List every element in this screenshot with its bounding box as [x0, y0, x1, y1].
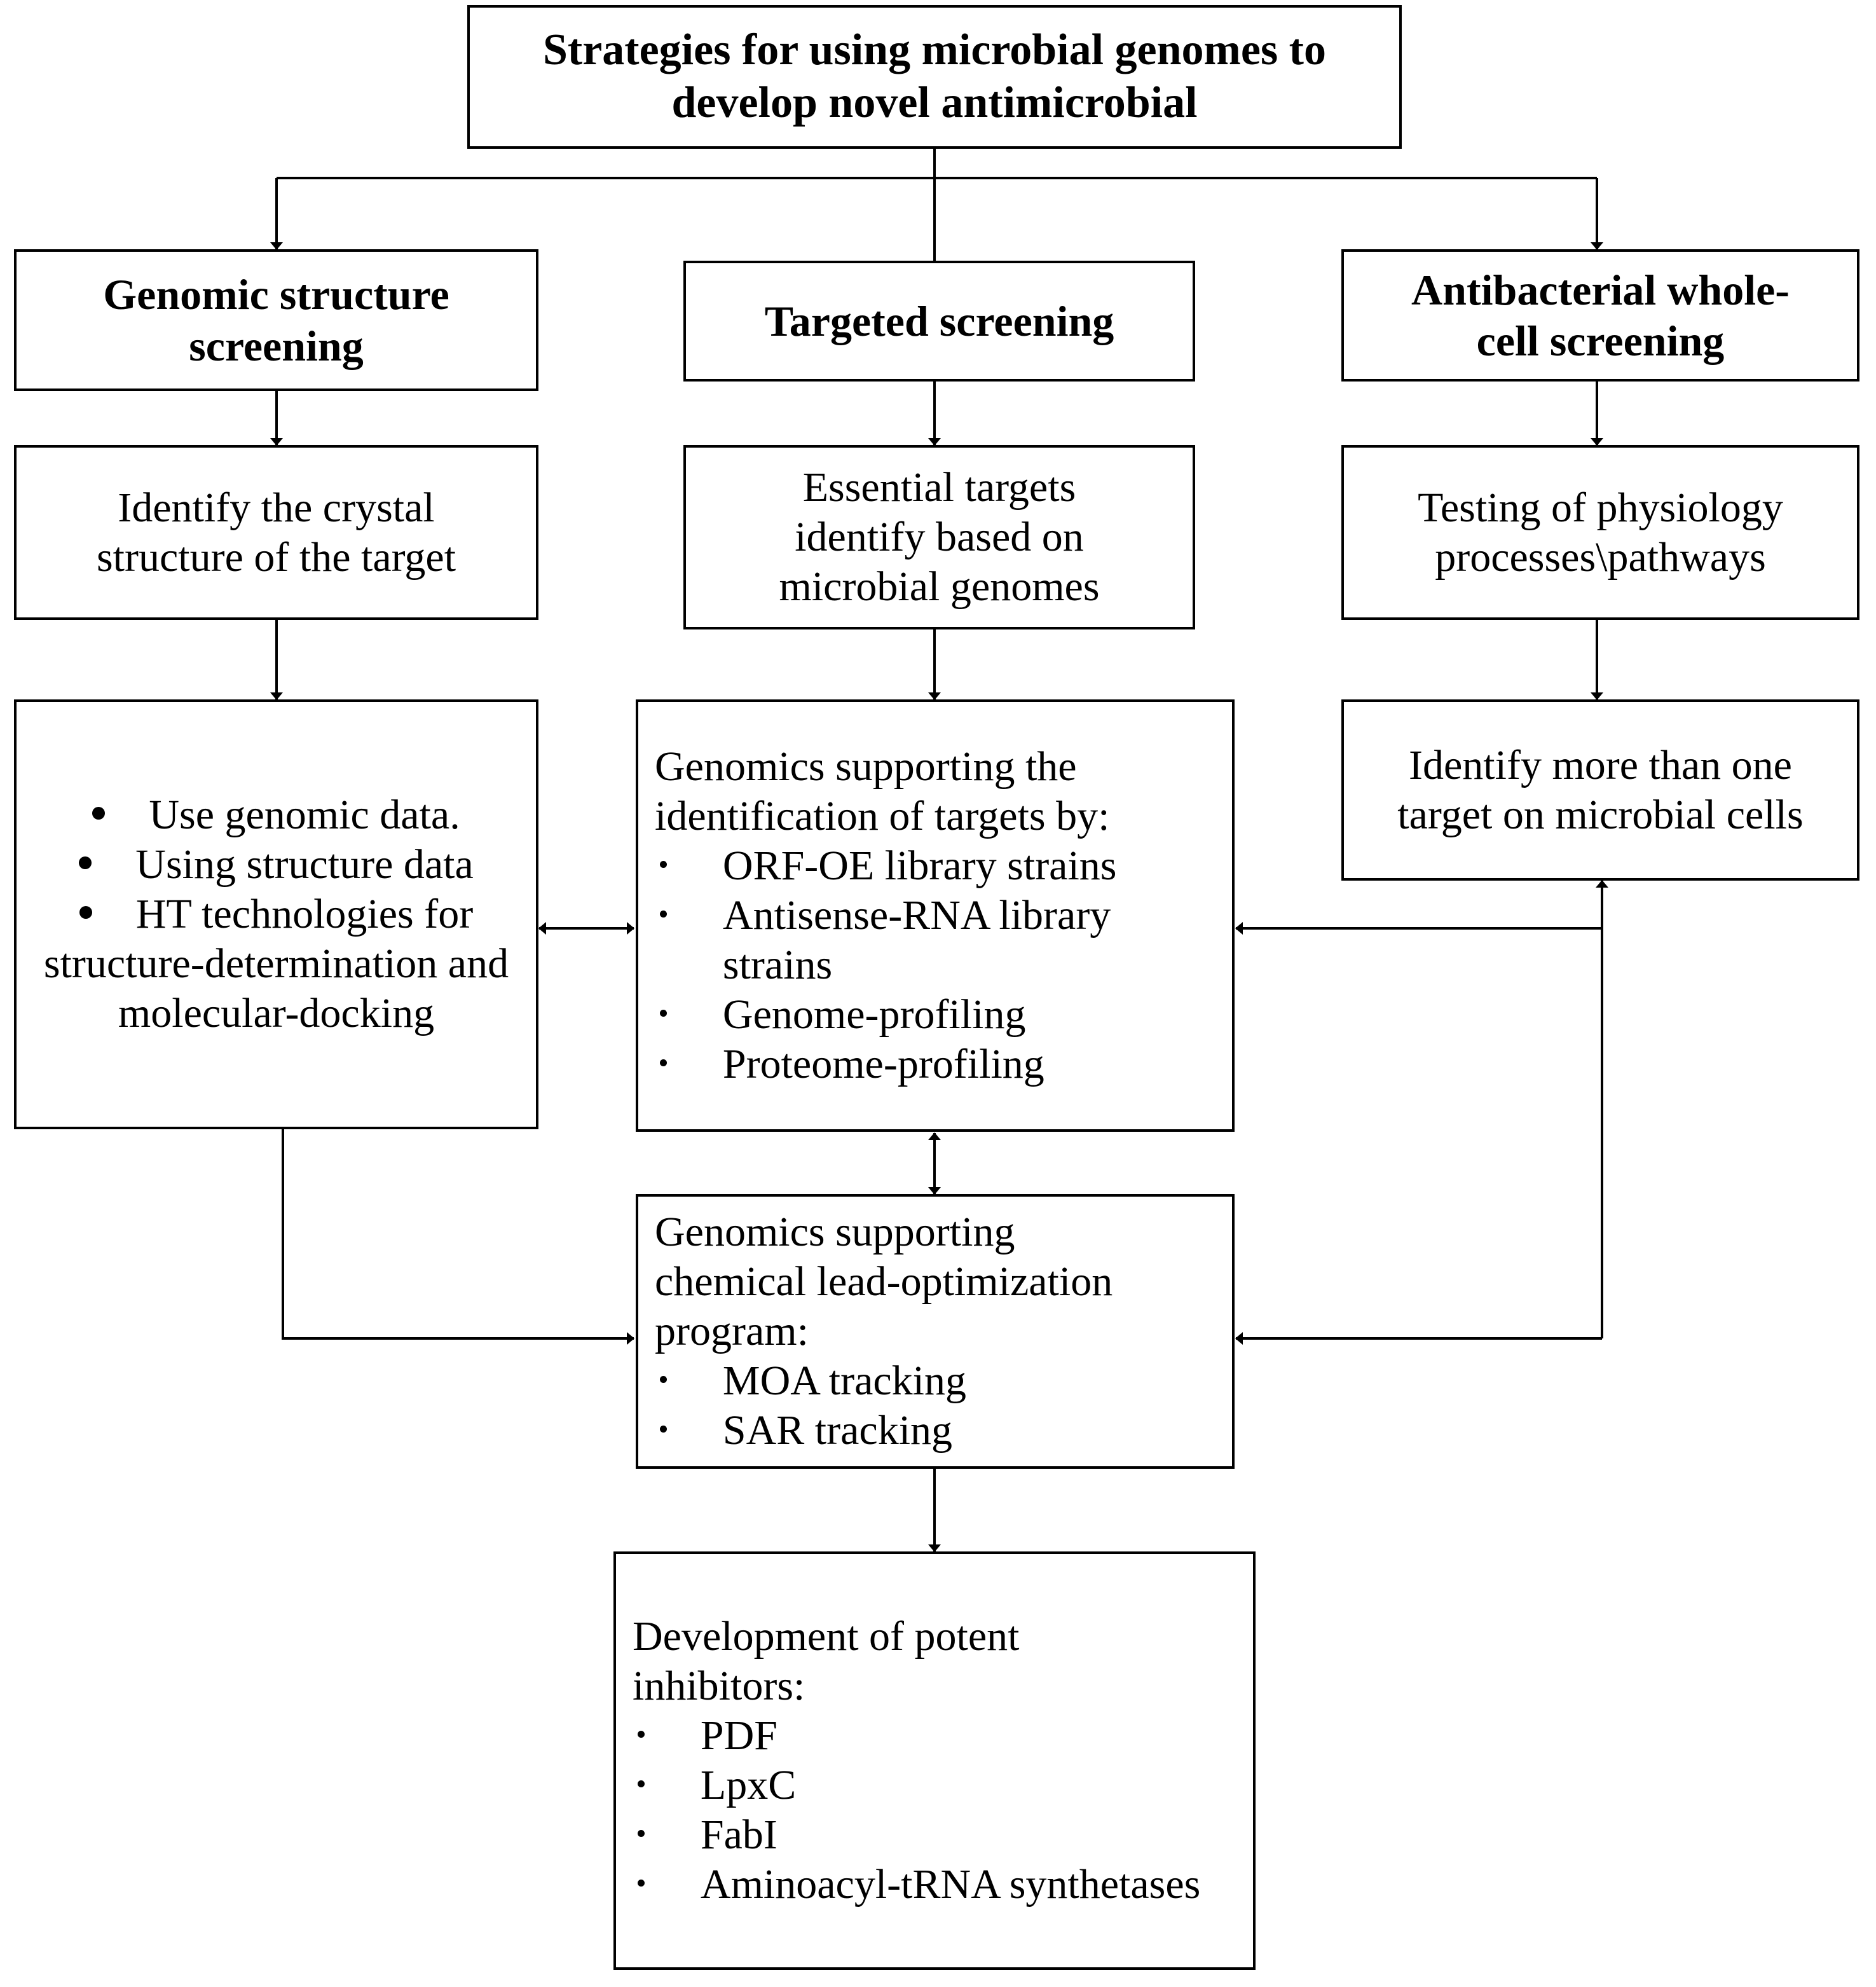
bullet-dot-icon — [79, 856, 92, 869]
list-item: HT technologies for structure-determinat… — [33, 890, 519, 1038]
list-item: PDF — [633, 1711, 1236, 1761]
step-physiology-line-1: Testing of physiology — [1418, 484, 1783, 531]
title-line-2: develop novel antimicrobial — [671, 78, 1198, 127]
step-crystal-line-2: structure of the target — [96, 533, 456, 581]
list-item: Aminoacyl-tRNA synthetases — [633, 1860, 1236, 1909]
inhibitors-line-1: Development of potent — [633, 1613, 1020, 1660]
list-item: Use genomic data. — [33, 790, 519, 840]
list-item: MOA tracking — [655, 1356, 1215, 1406]
list-item: SAR tracking — [655, 1406, 1215, 1455]
bullet-text: MOA tracking — [722, 1357, 967, 1404]
step-essential-line-3: microbial genomes — [779, 563, 1100, 610]
detail-genomic-structure-methods: Use genomic data. Using structure data H… — [14, 699, 538, 1129]
lead-in-line-1: Genomics supporting the — [655, 743, 1077, 790]
bullet-dot-icon — [637, 1731, 645, 1738]
bullet-dot-icon — [79, 905, 92, 919]
list-item: Using structure data — [33, 840, 519, 890]
bullet-text: ORF-OE library strains — [722, 842, 1117, 890]
list-item: FabI — [633, 1810, 1236, 1860]
title-box: Strategies for using microbial genomes t… — [467, 5, 1402, 149]
bullet-dot-icon — [659, 861, 667, 869]
heading-targeted-screening: Targeted screening — [683, 261, 1195, 382]
step-essential-line-2: identify based on — [795, 514, 1084, 561]
step-identify-crystal-structure: Identify the crystal structure of the ta… — [14, 445, 538, 620]
bullet-list-inhibitors: PDF LpxC FabI Aminoacyl-tRNA synthetases — [633, 1711, 1236, 1909]
bullet-text: SAR tracking — [722, 1406, 953, 1454]
bullet-text: Genome-profiling — [722, 991, 1026, 1038]
bullet-dot-icon — [637, 1780, 645, 1787]
heading-antibacterial-line-1: Antibacterial whole- — [1411, 265, 1790, 314]
bullet-dot-icon — [92, 807, 106, 820]
inhibitors-line-2: inhibitors: — [633, 1663, 805, 1710]
step-essential-line-1: Essential targets — [802, 464, 1076, 511]
bullet-list-target-identification: ORF-OE library strains Antisense-RNA lib… — [655, 841, 1215, 1089]
bullet-dot-icon — [659, 1009, 667, 1017]
lead-opt-line-2: chemical lead-optimization — [655, 1258, 1113, 1305]
bullet-text: Proteome-profiling — [722, 1040, 1044, 1087]
lead-opt-line-3: program: — [655, 1308, 809, 1355]
bullet-text: Aminoacyl-tRNA synthetases — [700, 1860, 1201, 1908]
lead-opt-line-1: Genomics supporting — [655, 1209, 1015, 1256]
lead-optimization-box: Genomics supporting chemical lead-optimi… — [636, 1194, 1235, 1469]
connector-left-detail-to-lead-opt — [282, 1129, 634, 1345]
bullet-text: Use genomic data. — [149, 792, 460, 839]
bullet-dot-icon — [659, 911, 667, 918]
bullet-dot-icon — [659, 1375, 667, 1383]
list-item: Antisense-RNA library strains — [655, 891, 1215, 990]
heading-antibacterial-whole-cell-screening: Antibacterial whole- cell screening — [1341, 249, 1859, 382]
list-item: LpxC — [633, 1761, 1236, 1810]
detail-multi-target-line-1: Identify more than one — [1409, 741, 1792, 788]
heading-targeted-label: Targeted screening — [764, 296, 1114, 345]
lead-in-line-2: identification of targets by: — [655, 793, 1110, 840]
bullet-text: Antisense-RNA library strains — [722, 892, 1111, 988]
bullet-list-lead-optimization: MOA tracking SAR tracking — [655, 1356, 1215, 1455]
potent-inhibitors-box: Development of potent inhibitors: PDF Lp… — [613, 1551, 1256, 1970]
heading-antibacterial-line-2: cell screening — [1476, 317, 1725, 365]
heading-genomic-line-1: Genomic structure — [103, 270, 449, 319]
detail-identify-more-than-one-target: Identify more than one target on microbi… — [1341, 699, 1859, 881]
bullet-dot-icon — [659, 1059, 667, 1066]
step-testing-physiology: Testing of physiology processes\pathways — [1341, 445, 1859, 620]
bullet-text: LpxC — [700, 1762, 797, 1808]
step-essential-targets: Essential targets identify based on micr… — [683, 445, 1195, 629]
list-item: ORF-OE library strains — [655, 841, 1215, 891]
bullet-dot-icon — [637, 1829, 645, 1837]
step-physiology-line-2: processes\pathways — [1435, 533, 1766, 581]
bullet-list-genomic-methods: Use genomic data. Using structure data H… — [33, 790, 519, 1038]
step-crystal-line-1: Identify the crystal — [118, 484, 435, 531]
detail-multi-target-line-2: target on microbial cells — [1397, 791, 1804, 838]
bullet-text: Using structure data — [135, 841, 474, 888]
bullet-dot-icon — [637, 1879, 645, 1887]
title-line-1: Strategies for using microbial genomes t… — [542, 25, 1326, 75]
bullet-text: HT technologies for structure-determinat… — [43, 891, 509, 1036]
bullet-text: FabI — [700, 1811, 777, 1858]
heading-genomic-structure-screening: Genomic structure screening — [14, 249, 538, 391]
list-item: Genome-profiling — [655, 990, 1215, 1040]
detail-genomics-supporting-target-identification: Genomics supporting the identification o… — [636, 699, 1235, 1132]
heading-genomic-line-2: screening — [189, 321, 364, 370]
bullet-dot-icon — [659, 1425, 667, 1433]
list-item: Proteome-profiling — [655, 1040, 1215, 1089]
bullet-text: PDF — [700, 1712, 777, 1759]
